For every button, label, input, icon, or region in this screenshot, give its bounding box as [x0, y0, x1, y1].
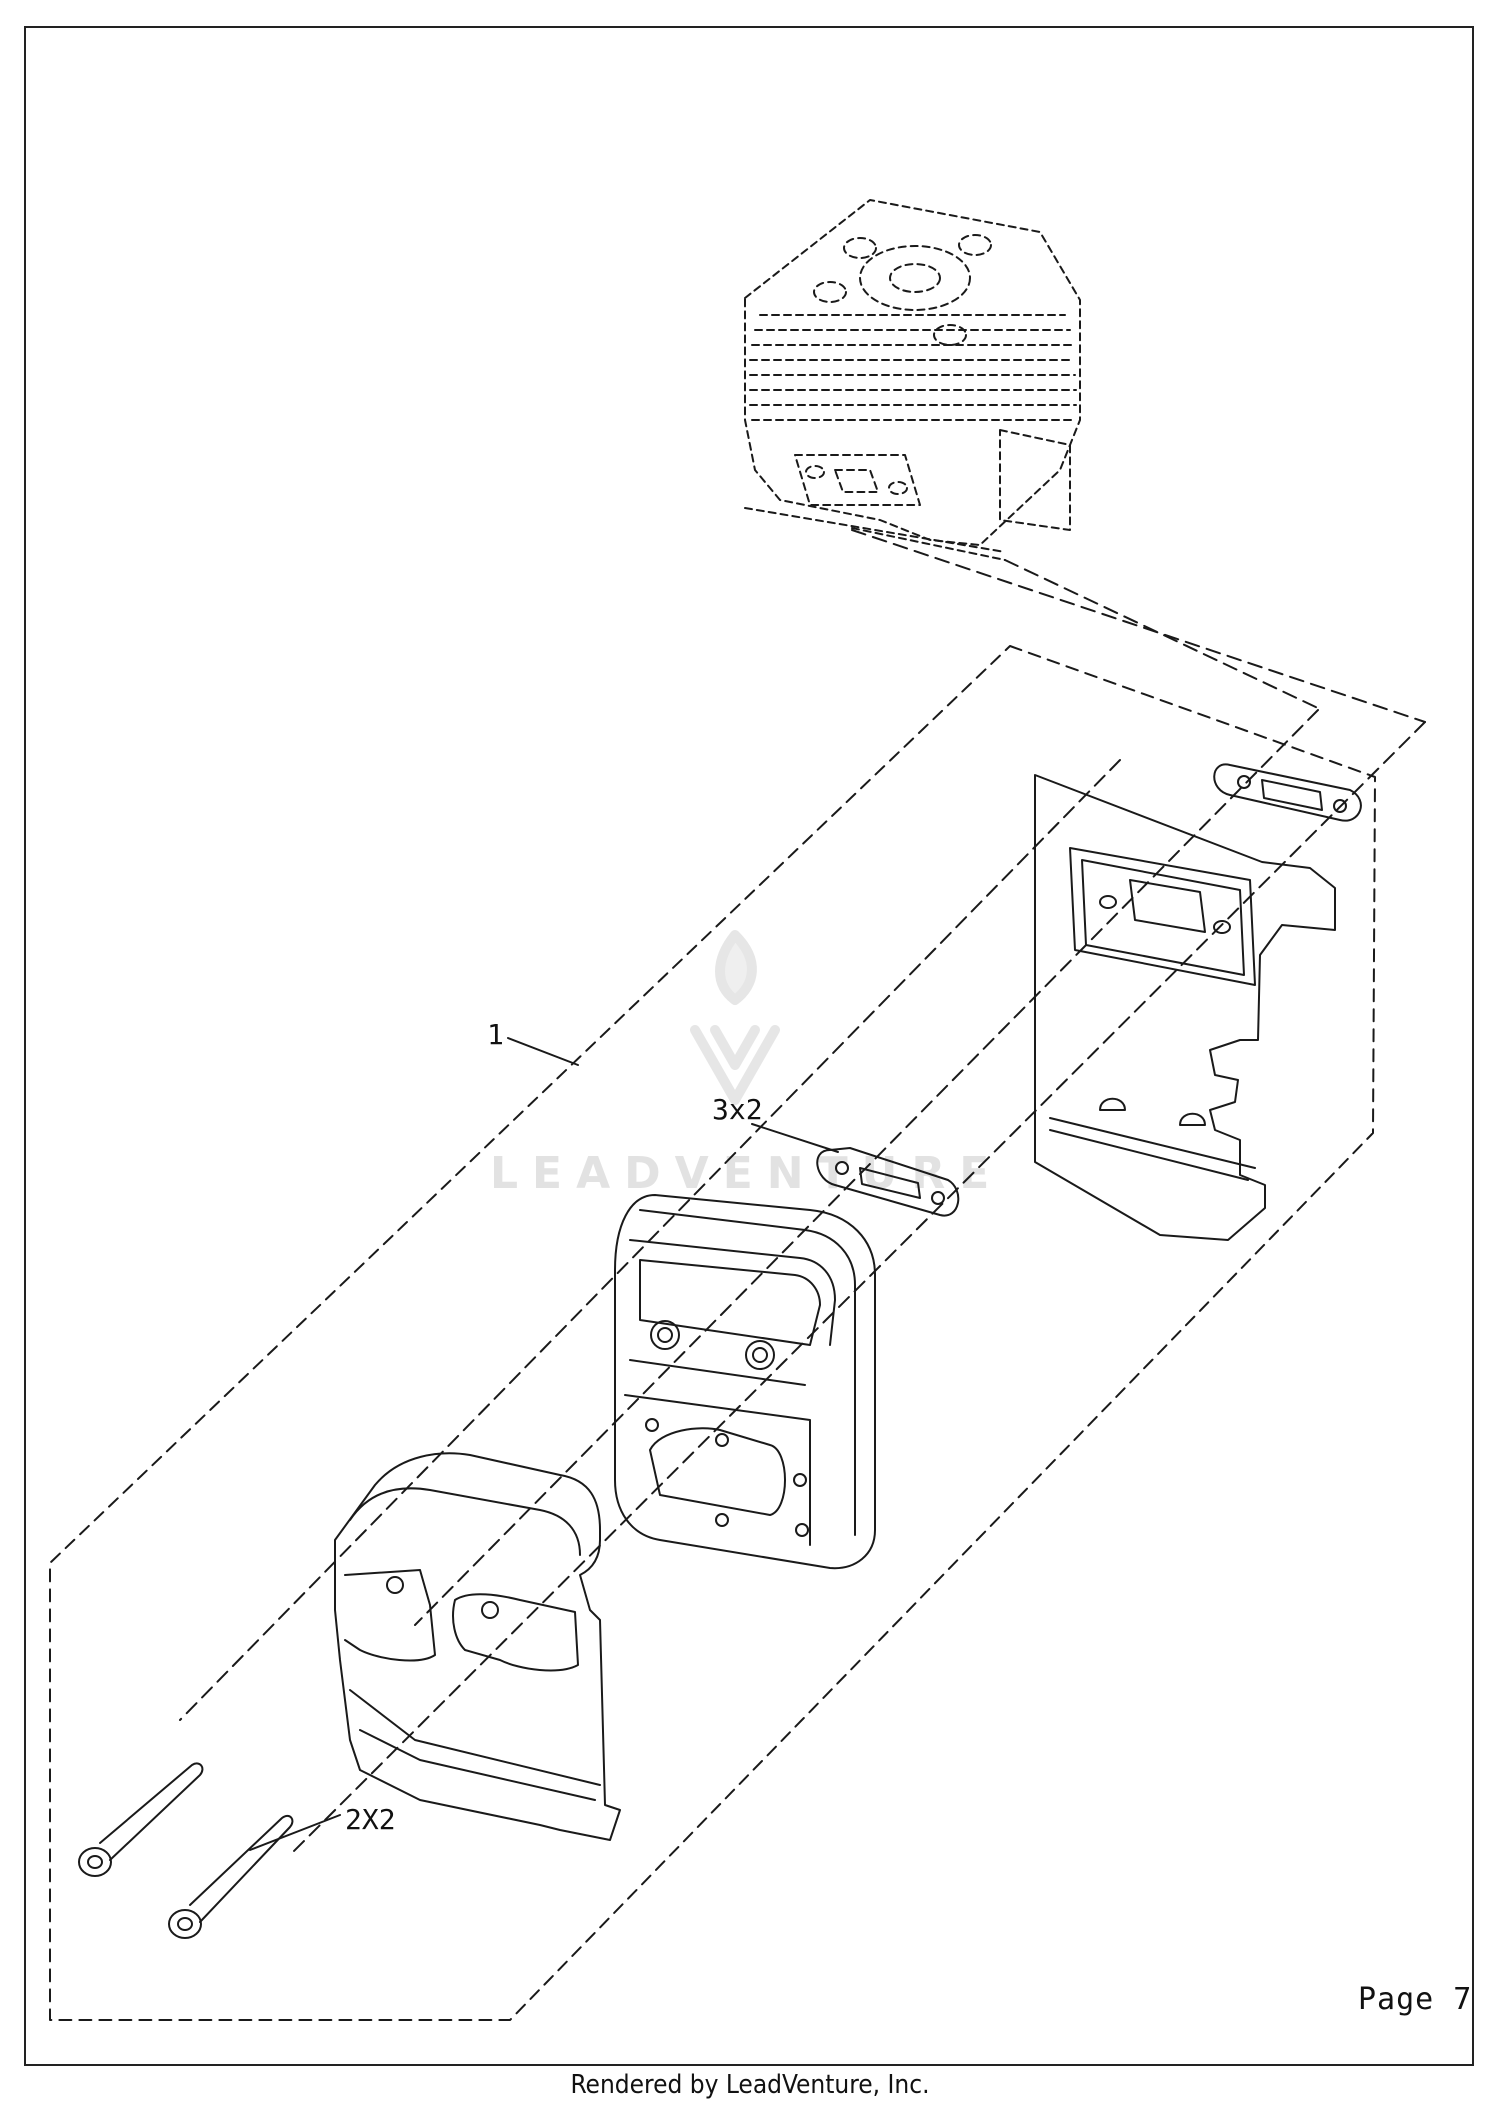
watermark-text: LEADVENTURE	[490, 1148, 1004, 1199]
heat-shield	[1034, 774, 1336, 1241]
middle-gasket	[816, 1147, 960, 1217]
page-number: Page 7	[1358, 1982, 1473, 2017]
callout-item-3x2: 3x2	[712, 1093, 763, 1126]
screw-lower	[168, 1814, 294, 1939]
page-border	[24, 26, 1474, 2066]
screw-upper	[78, 1762, 204, 1877]
muffler-cover	[334, 1452, 621, 1841]
muffler-body	[614, 1194, 876, 1570]
watermark-logo	[690, 930, 780, 1105]
footer-credit: Rendered by LeadVenture, Inc.	[570, 2070, 930, 2100]
cylinder-reference	[744, 199, 1081, 561]
callout-item-2x2: 2X2	[345, 1803, 396, 1836]
assembly-outline	[49, 645, 1376, 2021]
callout-item-1: 1	[487, 1018, 504, 1051]
upper-gasket	[1213, 763, 1362, 822]
leader-lines	[249, 1037, 839, 1851]
alignment-lines	[179, 529, 1426, 1856]
